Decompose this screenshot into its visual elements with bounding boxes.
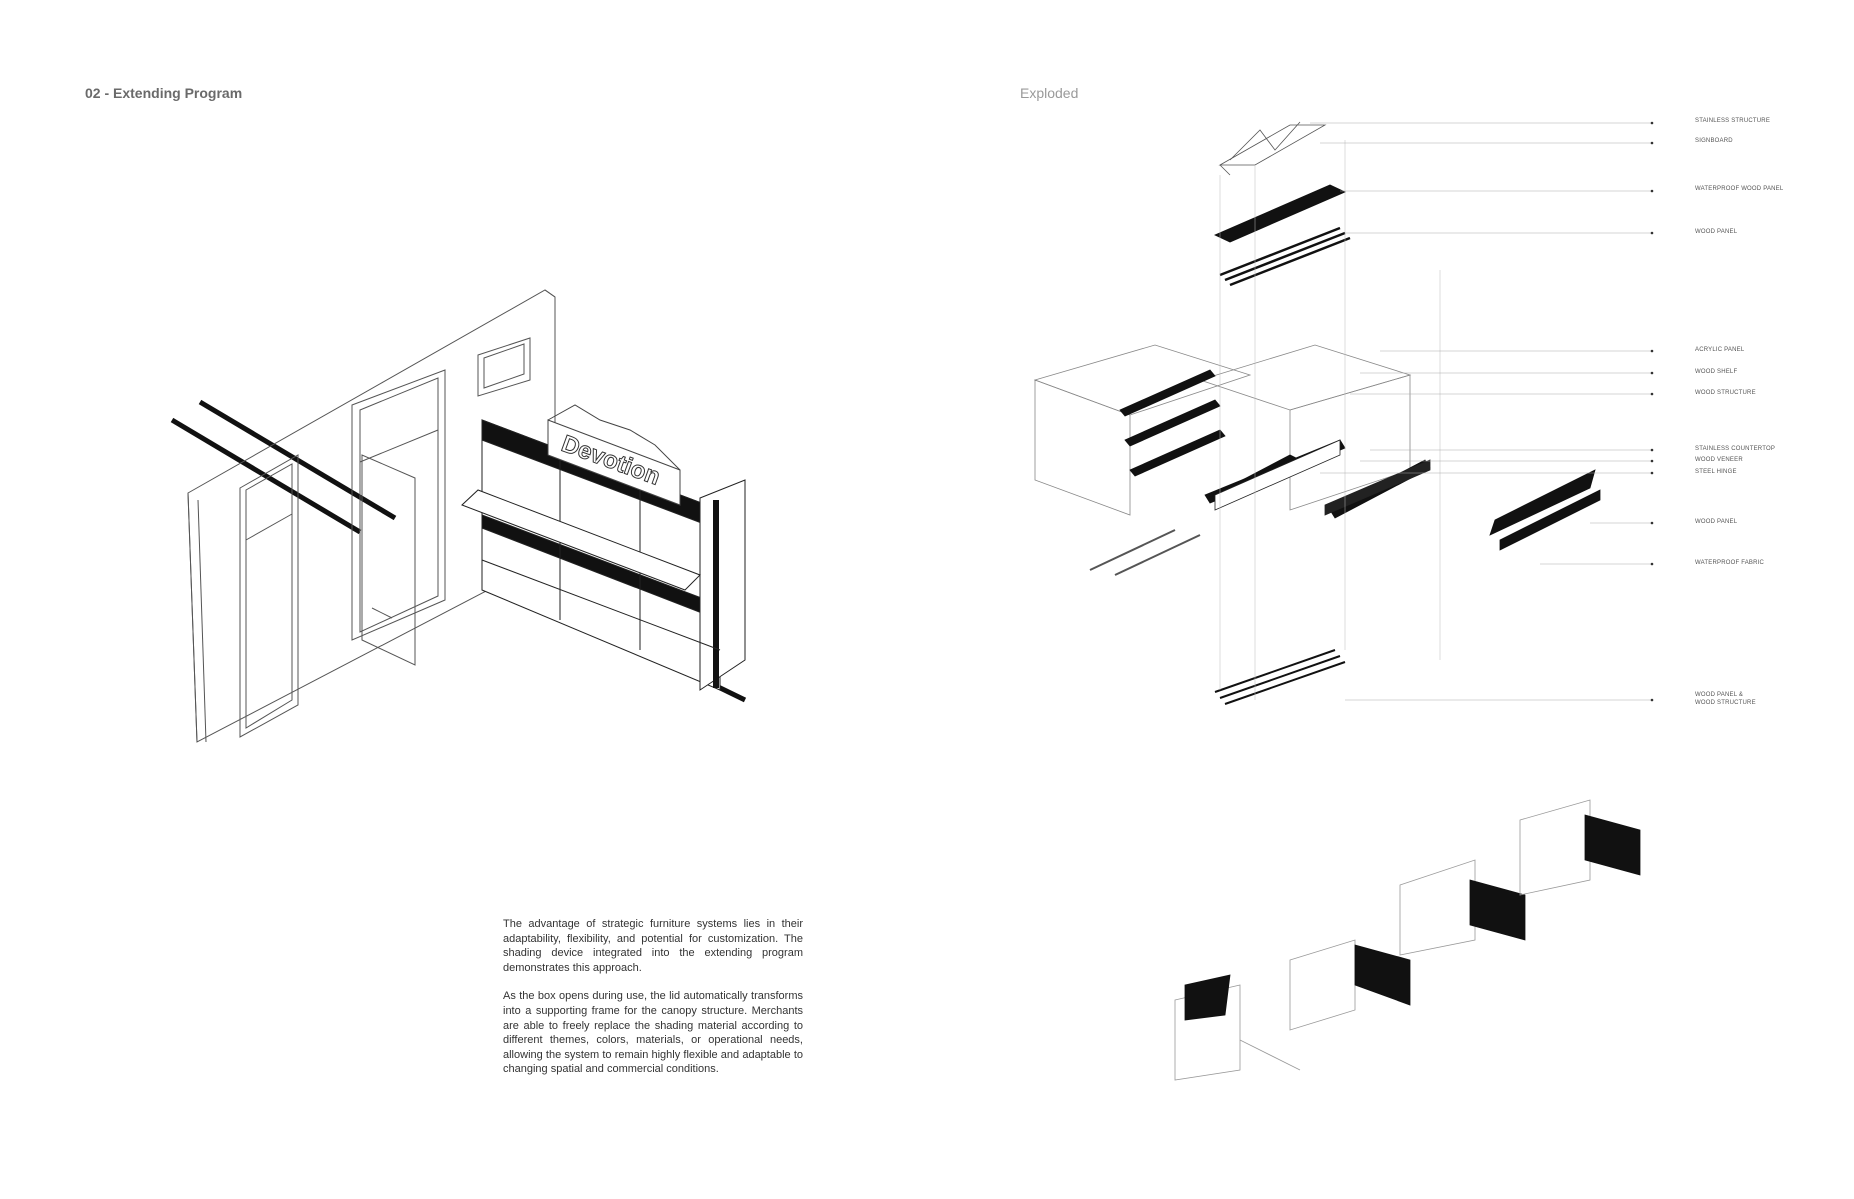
sequence-step-4 bbox=[1519, 799, 1641, 896]
open-door bbox=[361, 454, 416, 666]
exploded-wood-panel-top bbox=[1219, 226, 1351, 287]
leader-lines bbox=[1310, 122, 1652, 701]
label-steel-hinge: STEEL HINGE bbox=[1695, 469, 1737, 475]
exploded-ground-tracks bbox=[1089, 529, 1201, 576]
label-waterproof-fabric: WATERPROOF FABRIC bbox=[1695, 560, 1765, 566]
exploded-stainless-structure bbox=[1218, 121, 1327, 176]
label-wood-panel: WOOD PANEL bbox=[1695, 519, 1738, 525]
label-signboard: SIGNBOARD bbox=[1695, 138, 1733, 144]
exploded-diagram bbox=[1033, 121, 1652, 705]
sequence-step-2 bbox=[1289, 939, 1411, 1031]
label-stainless-structure: STAINLESS STRUCTURE bbox=[1695, 118, 1771, 124]
signboard bbox=[547, 404, 681, 506]
label-acrylic-panel: ACRYLIC PANEL bbox=[1695, 347, 1745, 353]
exploded-countertop bbox=[1214, 439, 1341, 511]
exploded-guide-lines bbox=[1219, 140, 1441, 700]
label-wood-shelf: WOOD SHELF bbox=[1695, 369, 1738, 375]
label-wood-veneer: WOOD VENEER bbox=[1695, 457, 1743, 463]
opening-sequence-diagram bbox=[1174, 799, 1641, 1081]
exploded-section-title: Exploded bbox=[1020, 85, 1079, 101]
label-waterproof-wood-panel: WATERPROOF WOOD PANEL bbox=[1695, 186, 1784, 192]
label-stainless-countertop: STAINLESS COUNTERTOP bbox=[1695, 446, 1776, 452]
description-text: The advantage of strategic furniture sys… bbox=[503, 917, 803, 1091]
page-title: 02 - Extending Program bbox=[85, 85, 243, 101]
paragraph-2: As the box opens during use, the lid aut… bbox=[503, 990, 803, 1076]
sequence-step-1 bbox=[1174, 974, 1301, 1081]
exploded-wood-panel-bottom bbox=[1214, 649, 1346, 705]
label-wood-panel-and-structure: WOOD PANEL & WOOD STRUCTURE bbox=[1695, 692, 1756, 706]
label-wood-structure: WOOD STRUCTURE bbox=[1695, 390, 1756, 396]
label-wood-panel-top: WOOD PANEL bbox=[1695, 229, 1738, 235]
paragraph-1: The advantage of strategic furniture sys… bbox=[503, 918, 803, 974]
isometric-kiosk-drawing: Devotion bbox=[170, 289, 747, 743]
sequence-step-3 bbox=[1399, 859, 1526, 956]
